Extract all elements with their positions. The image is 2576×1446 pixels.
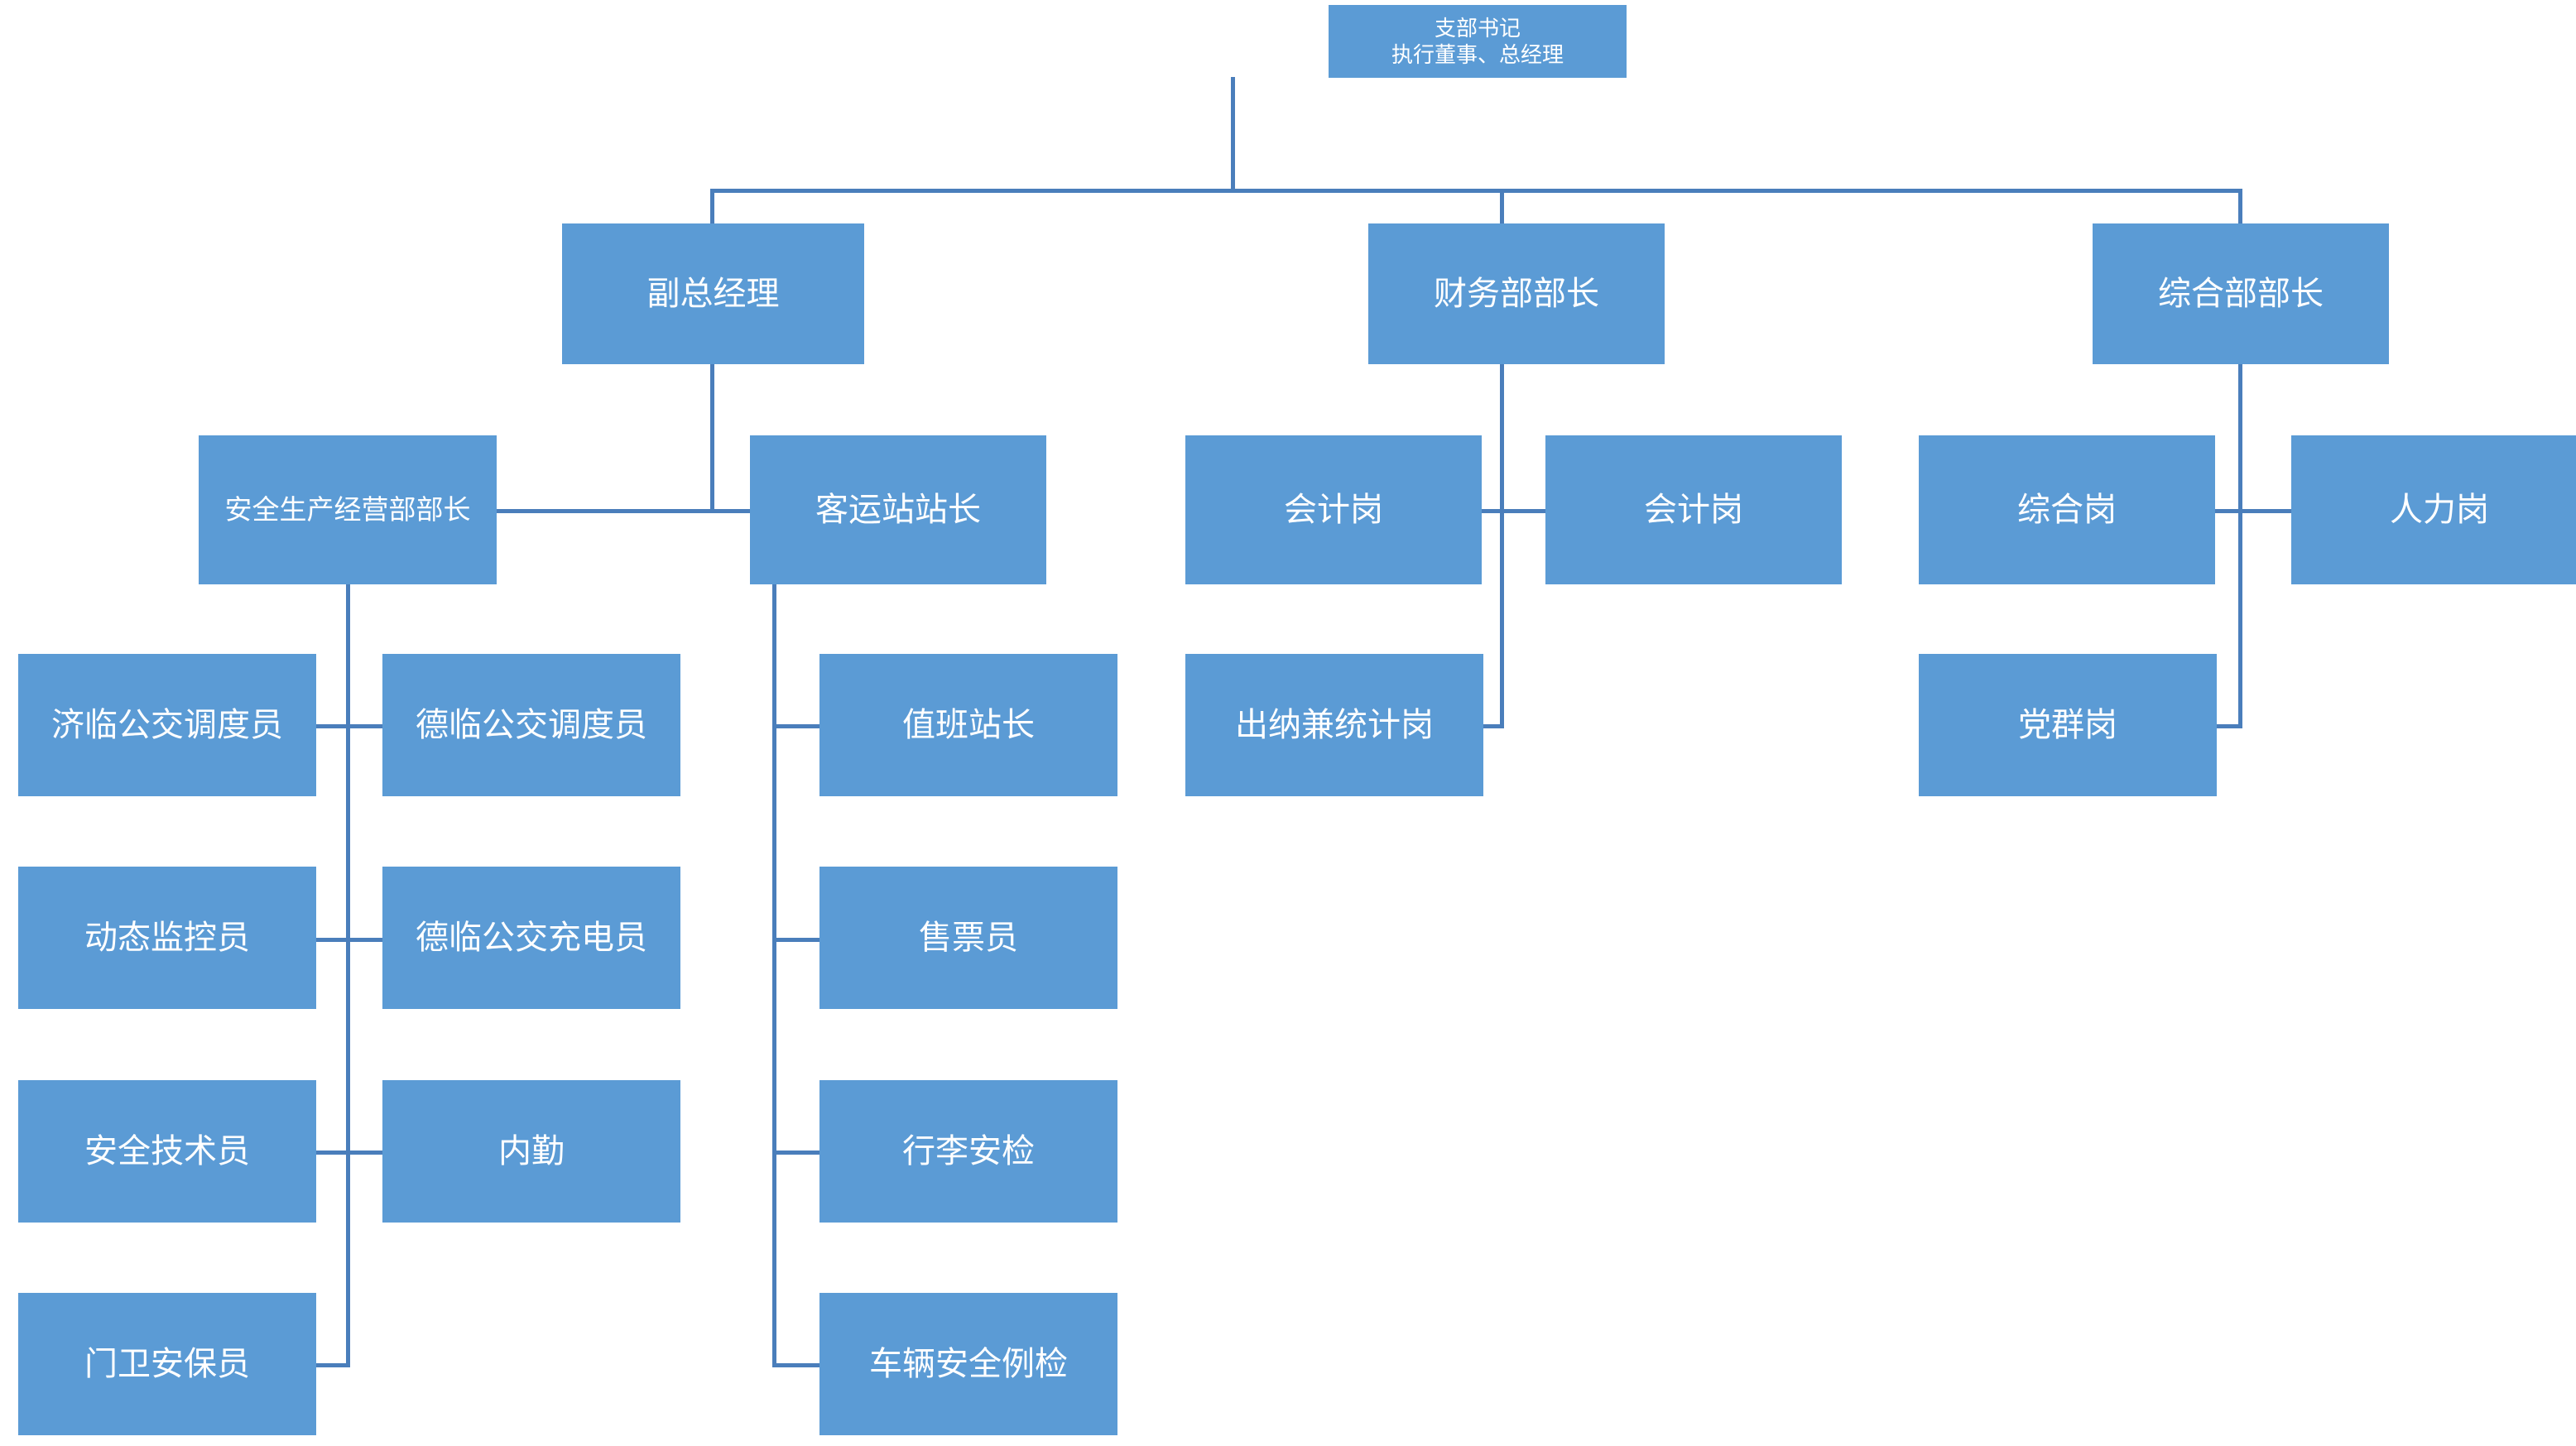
connector-bus-to-finance: [1500, 189, 1504, 223]
node-label: 门卫安保员: [84, 1346, 250, 1382]
node-label: 副总经理: [646, 276, 780, 312]
node-gate-security-guard[interactable]: 门卫安保员: [18, 1293, 316, 1435]
node-label: 值班站长: [902, 707, 1035, 743]
node-label: 内勤: [498, 1133, 565, 1170]
connector-bus-to-general: [2238, 189, 2242, 223]
connector-general-to-hr: [2238, 509, 2291, 513]
node-label: 安全技术员: [84, 1133, 250, 1170]
node-dynamic-monitor[interactable]: 动态监控员: [18, 867, 316, 1009]
node-jilin-bus-dispatcher[interactable]: 济临公交调度员: [18, 654, 316, 796]
node-label: 人力岗: [2390, 492, 2489, 528]
node-label: 会计岗: [1644, 492, 1743, 528]
connector-general-to-party: [2212, 724, 2242, 728]
node-label: 德临公交调度员: [416, 707, 647, 743]
node-safety-technician[interactable]: 安全技术员: [18, 1080, 316, 1223]
connector-station-row3: [772, 1151, 819, 1155]
node-label: 财务部部长: [1434, 276, 1599, 312]
node-cashier-statistician-post[interactable]: 出纳兼统计岗: [1185, 654, 1483, 796]
node-internal-affairs[interactable]: 内勤: [382, 1080, 680, 1223]
node-delin-bus-dispatcher[interactable]: 德临公交调度员: [382, 654, 680, 796]
node-label: 动态监控员: [84, 920, 250, 956]
node-label: 会计岗: [1284, 492, 1383, 528]
connector-safety-row3-left: [316, 1151, 349, 1155]
connector-safety-row2-left: [316, 938, 349, 942]
connector-safety-row1-left: [316, 724, 349, 728]
node-label: 德临公交充电员: [416, 920, 647, 956]
node-label: 客运站站长: [815, 492, 981, 528]
connector-finance-to-cashier: [1475, 724, 1504, 728]
node-hr-post[interactable]: 人力岗: [2291, 435, 2576, 584]
connector-finance-spine: [1500, 364, 1504, 728]
node-label: 车辆安全例检: [869, 1346, 1068, 1382]
node-vice-general-manager[interactable]: 副总经理: [562, 223, 864, 364]
connector-general-to-compreh: [2215, 509, 2242, 513]
node-ticket-seller[interactable]: 售票员: [819, 867, 1117, 1009]
node-baggage-security-check[interactable]: 行李安检: [819, 1080, 1117, 1223]
connector-vp-spine: [710, 364, 714, 512]
connector-bus-to-vp: [710, 189, 714, 223]
node-accountant-post-1[interactable]: 会计岗: [1185, 435, 1482, 584]
connector-safety-row1-right: [346, 724, 382, 728]
node-delin-bus-charger[interactable]: 德临公交充电员: [382, 867, 680, 1009]
connector-station-row2: [772, 938, 819, 942]
node-root[interactable]: 支部书记 执行董事、总经理: [1329, 5, 1627, 78]
connector-safety-row2-right: [346, 938, 382, 942]
connector-station-row4: [772, 1363, 819, 1367]
connector-vp-to-safety: [497, 509, 712, 513]
connector-finance-to-acct1: [1482, 509, 1503, 513]
node-label: 综合岗: [2017, 492, 2117, 528]
connector-safety-row3-right: [346, 1151, 382, 1155]
node-general-affairs-director[interactable]: 综合部部长: [2093, 223, 2389, 364]
node-accountant-post-2[interactable]: 会计岗: [1545, 435, 1842, 584]
node-label: 售票员: [919, 920, 1018, 956]
node-label: 安全生产经营部部长: [224, 494, 471, 526]
connector-station-spine: [772, 584, 776, 1364]
node-label: 出纳兼统计岗: [1235, 707, 1434, 743]
node-label: 行李安检: [902, 1133, 1035, 1170]
node-label: 党群岗: [2018, 707, 2117, 743]
node-label: 济临公交调度员: [51, 707, 283, 743]
node-root-line1: 支部书记: [1434, 15, 1521, 41]
connector-finance-to-acct2: [1500, 509, 1545, 513]
node-label: 综合部部长: [2158, 276, 2324, 312]
connector-vp-to-station: [710, 509, 750, 513]
node-root-line2: 执行董事、总经理: [1391, 42, 1564, 67]
node-finance-director[interactable]: 财务部部长: [1368, 223, 1665, 364]
connector-general-spine: [2238, 364, 2242, 728]
connector-level2-bus: [710, 189, 2242, 193]
node-party-affairs-post[interactable]: 党群岗: [1919, 654, 2217, 796]
node-vehicle-safety-inspection[interactable]: 车辆安全例检: [819, 1293, 1117, 1435]
node-station-master[interactable]: 客运站站长: [750, 435, 1046, 584]
connector-root-down: [1231, 77, 1235, 191]
node-comprehensive-post[interactable]: 综合岗: [1919, 435, 2215, 584]
node-safety-production-director[interactable]: 安全生产经营部部长: [199, 435, 497, 584]
node-duty-station-master[interactable]: 值班站长: [819, 654, 1117, 796]
connector-safety-spine: [346, 584, 350, 1367]
connector-safety-row4-left: [316, 1363, 349, 1367]
connector-station-row1: [772, 724, 819, 728]
